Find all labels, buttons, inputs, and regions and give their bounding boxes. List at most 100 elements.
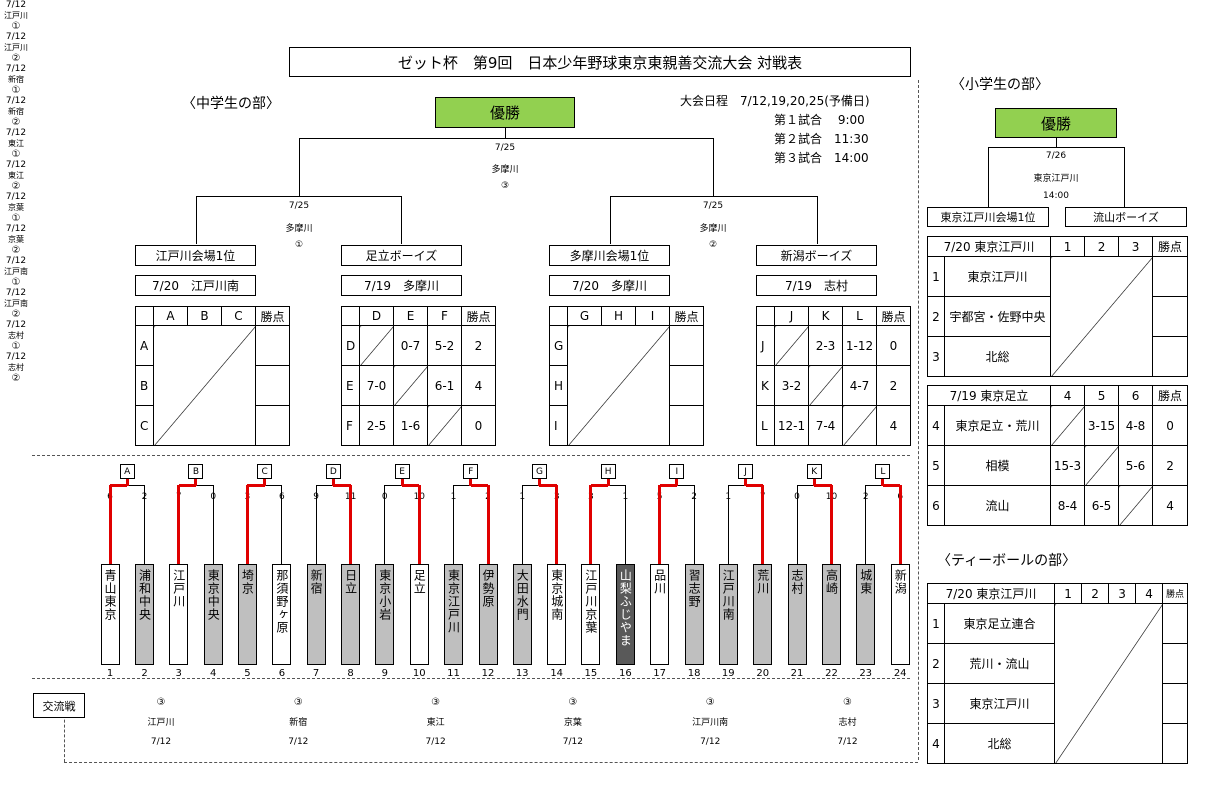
bracket-line <box>110 484 128 487</box>
col-header: 勝点 <box>461 306 496 326</box>
semi-right-date: 7/25 <box>702 201 724 211</box>
col-header: 4 <box>1050 385 1086 406</box>
col-header: C <box>221 306 256 326</box>
team-number: 13 <box>515 668 529 679</box>
team-number: 15 <box>584 668 598 679</box>
diag-cell <box>1084 445 1120 486</box>
match-letter: K <box>806 464 822 479</box>
team-name: 高崎 <box>824 569 839 595</box>
match-game: ① <box>11 213 21 224</box>
match-venue: 江戸南 <box>4 267 28 276</box>
diag-cell <box>359 325 394 366</box>
match-venue: 新宿 <box>8 107 24 116</box>
team-box: 伊勢原 <box>478 564 498 665</box>
team-box: 江戸川南 <box>718 564 738 665</box>
match-letter: L <box>875 464 891 479</box>
semi-right-game: ② <box>708 240 718 250</box>
team-number: 9 <box>381 668 388 679</box>
bracket-line <box>676 485 695 486</box>
team-box: 城東 <box>856 564 876 665</box>
schedule-game2: 第２試合 11:30 <box>774 132 869 146</box>
schedule-game3: 第３試合 14:00 <box>774 151 869 165</box>
teeball-label: 〈ティーボールの部〉 <box>937 553 1077 569</box>
team-number: 17 <box>653 668 666 679</box>
row-no: 2 <box>927 643 945 684</box>
match-date: 7/12 <box>5 192 27 202</box>
table-header: 7/20 東京江戸川 <box>926 236 1052 257</box>
elementary-champion-box: 優勝 <box>995 108 1117 138</box>
team-box: 東京小岩 <box>375 564 395 665</box>
exchange-venue: 東江 <box>426 718 445 728</box>
bracket-line <box>814 484 832 487</box>
elementary-label: 〈小学生の部〉 <box>951 77 1049 93</box>
bracket-line <box>624 485 626 565</box>
match-game: ② <box>11 245 21 256</box>
team-box: 高崎 <box>822 564 841 665</box>
team-number: 21 <box>790 668 804 679</box>
col-header: 5 <box>1084 385 1120 406</box>
champion-box: 優勝 <box>435 97 575 128</box>
team-cell: 東京江戸川 <box>943 683 1056 724</box>
group3-name: 多摩川会場1位 <box>549 245 670 266</box>
score-cell: 0-7 <box>393 325 428 366</box>
team-box: 足立 <box>409 564 429 665</box>
exchange-date: 7/12 <box>425 737 446 747</box>
bracket-line <box>196 196 197 244</box>
group1-name: 江戸川会場1位 <box>135 245 256 266</box>
bracket-line <box>194 479 198 486</box>
bracket-line <box>125 479 129 486</box>
bracket-line <box>830 485 833 565</box>
points-cell: 0 <box>1152 405 1189 446</box>
team-name: 山梨ふじやま <box>618 569 633 647</box>
bracket-line <box>608 485 626 486</box>
col-header: H <box>601 306 636 326</box>
points-cell <box>1162 723 1189 764</box>
group4-venue: 7/19 志村 <box>756 275 877 296</box>
bracket-line <box>127 485 145 486</box>
col-header: 勝点 <box>255 306 290 326</box>
col-header: E <box>393 306 428 326</box>
match-venue: 京葉 <box>8 235 24 244</box>
points-cell: 4 <box>461 365 496 406</box>
match-venue: 江戸南 <box>4 299 28 308</box>
elem-final-date: 7/26 <box>1045 151 1067 161</box>
col-header: 4 <box>1135 583 1164 604</box>
elem-finalist-1: 東京江戸川会場1位 <box>927 207 1049 227</box>
match-game: ① <box>11 341 21 352</box>
team-number: 5 <box>244 668 251 679</box>
team-name: 品川 <box>652 569 667 595</box>
exchange-venue: 新宿 <box>289 718 308 728</box>
diagonal-cell <box>1054 603 1164 764</box>
table-header: 7/20 東京江戸川 <box>926 583 1056 604</box>
bracket-line <box>245 485 249 565</box>
points-cell <box>1152 336 1189 377</box>
score-cell: 12-1 <box>774 405 809 446</box>
corner-cell <box>341 306 360 326</box>
bracket-line <box>589 485 593 565</box>
diagonal-cell <box>1050 256 1154 377</box>
col-header: B <box>187 306 222 326</box>
match-date: 7/12 <box>5 128 27 138</box>
bracket-line <box>693 485 695 565</box>
score-cell: 1-6 <box>393 405 428 446</box>
bracket-line <box>590 484 609 487</box>
team-cell: 相模 <box>943 445 1052 486</box>
bracket-line <box>331 479 335 486</box>
row-no: 1 <box>927 256 945 297</box>
team-box: 習志野 <box>684 564 704 665</box>
bracket-line <box>744 479 748 486</box>
team-box: 新宿 <box>306 564 326 665</box>
bracket-line <box>727 485 729 565</box>
row-no: 3 <box>927 683 945 724</box>
team-box: 志村 <box>787 564 807 665</box>
match-letter: I <box>669 464 685 479</box>
score-cell: 4-8 <box>1118 405 1154 446</box>
diag-cell <box>1118 485 1154 526</box>
elem-finalist-2: 流山ボーイズ <box>1065 207 1187 227</box>
points-cell: 4 <box>1152 485 1189 526</box>
col-header: 2 <box>1081 583 1110 604</box>
team-box: 荒川 <box>753 564 773 665</box>
bracket-line <box>988 147 989 207</box>
